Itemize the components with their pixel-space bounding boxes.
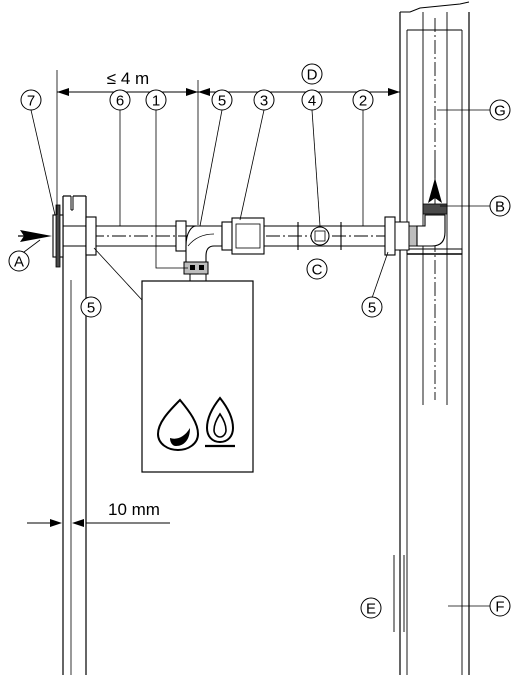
callout-b-label: B (495, 199, 505, 216)
callout-7-label: 7 (27, 93, 35, 110)
callout-4: 4 (301, 89, 323, 111)
callout-5-right: 5 (361, 296, 383, 318)
callout-a: A (8, 250, 30, 272)
callout-5-top: 5 (211, 89, 233, 111)
shaft-connection (384, 160, 448, 256)
callout-7: 7 (20, 89, 42, 111)
callout-c-label: C (312, 262, 323, 279)
chimney-shaft (393, 1, 470, 675)
dimension-max-length: ≤ 4 m (56, 69, 199, 225)
callout-2-label: 2 (359, 93, 367, 110)
callout-3-label: 3 (260, 93, 268, 110)
callout-5-top-label: 5 (218, 93, 226, 110)
wall-terminal (18, 204, 97, 268)
callout-1: 1 (145, 89, 167, 111)
callout-5-left: 5 (80, 296, 102, 318)
callout-e-label: E (366, 601, 376, 618)
outer-wall-left (62, 195, 87, 675)
callout-d-label: D (307, 67, 318, 84)
callout-6: 6 (109, 89, 131, 111)
callout-5-left-label: 5 (87, 300, 95, 317)
callout-g-label: G (494, 103, 506, 120)
wall-gap-label: 10 mm (108, 500, 160, 519)
max-length-label: ≤ 4 m (107, 69, 149, 88)
callout-c: C (306, 258, 328, 280)
flame-icon (205, 396, 235, 448)
callout-a-label: A (14, 254, 24, 271)
callout-6-label: 6 (116, 93, 124, 110)
leader-lines (23, 109, 490, 607)
callout-b: B (489, 195, 511, 217)
callout-2: 2 (352, 89, 374, 111)
callout-e: E (360, 597, 382, 619)
callout-f-label: F (495, 599, 504, 616)
water-drop-icon (156, 398, 200, 452)
callout-5-right-label: 5 (368, 300, 376, 317)
sliding-sleeve (231, 217, 265, 255)
inspection-piece (297, 222, 342, 250)
callout-g: G (489, 99, 511, 121)
callout-d: D (301, 63, 323, 85)
callout-1-label: 1 (152, 93, 160, 110)
boiler (141, 274, 254, 473)
callout-4-label: 4 (308, 93, 316, 110)
callout-3: 3 (253, 89, 275, 111)
dimension-wall-gap: 10 mm (27, 500, 170, 527)
callout-f: F (489, 595, 511, 617)
